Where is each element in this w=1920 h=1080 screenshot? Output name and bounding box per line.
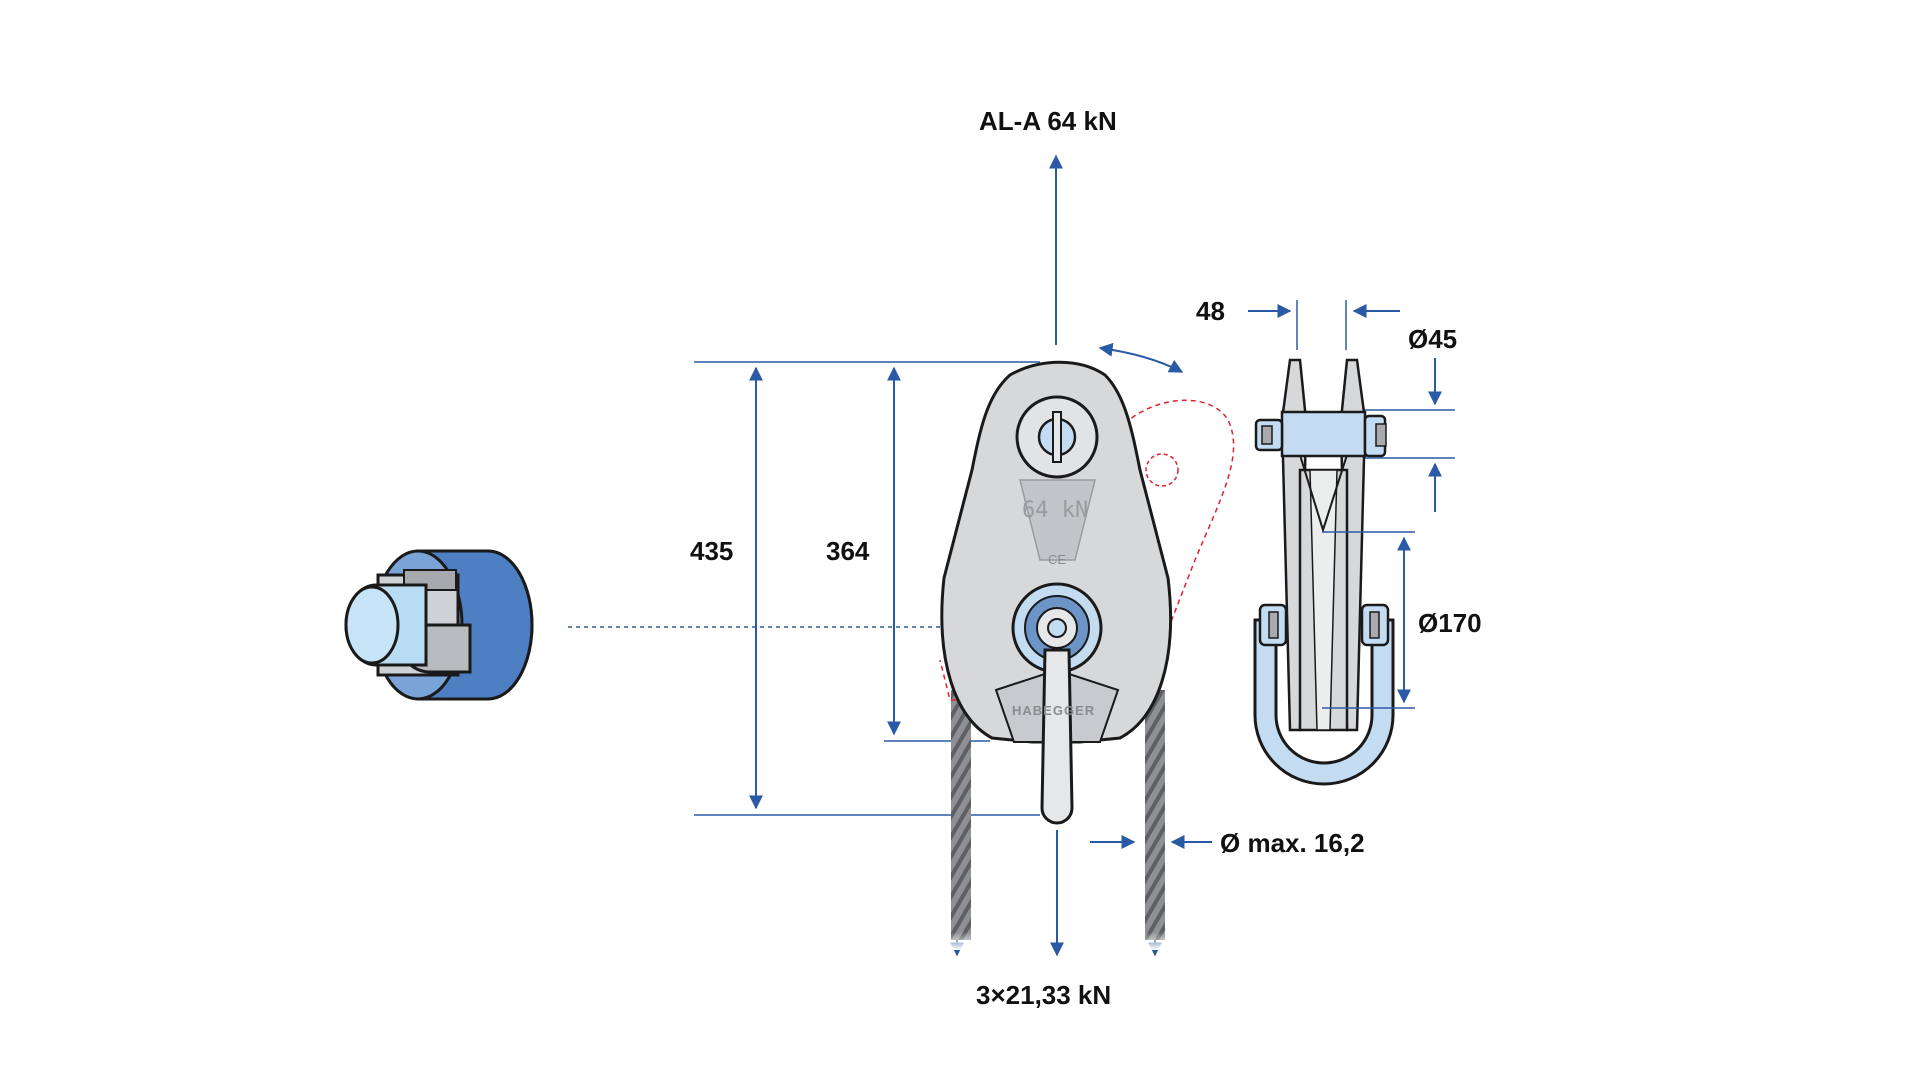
brand-stamp: HABEGGER — [1012, 703, 1096, 718]
ce-mark: CE — [1048, 552, 1067, 567]
rating-stamp: 64 kN — [1022, 498, 1089, 523]
pin-diameter-label: Ø45 — [1408, 324, 1458, 354]
sheave-diameter-label: Ø170 — [1418, 608, 1482, 638]
rope-diameter-label: Ø max. 16,2 — [1220, 828, 1365, 858]
height-inner-label: 364 — [826, 536, 870, 566]
sheave-bearing-detail-icon — [344, 549, 534, 701]
pulley-block-side-icon — [1253, 358, 1395, 786]
load-bottom-label: 3×21,33 kN — [976, 980, 1112, 1010]
wire-rope-icon — [945, 690, 1170, 950]
width-label: 48 — [1196, 296, 1225, 326]
pulley-block-front-icon — [940, 360, 1172, 825]
height-total-label: 435 — [690, 536, 734, 566]
load-top-label: AL-A 64 kN — [979, 106, 1117, 136]
